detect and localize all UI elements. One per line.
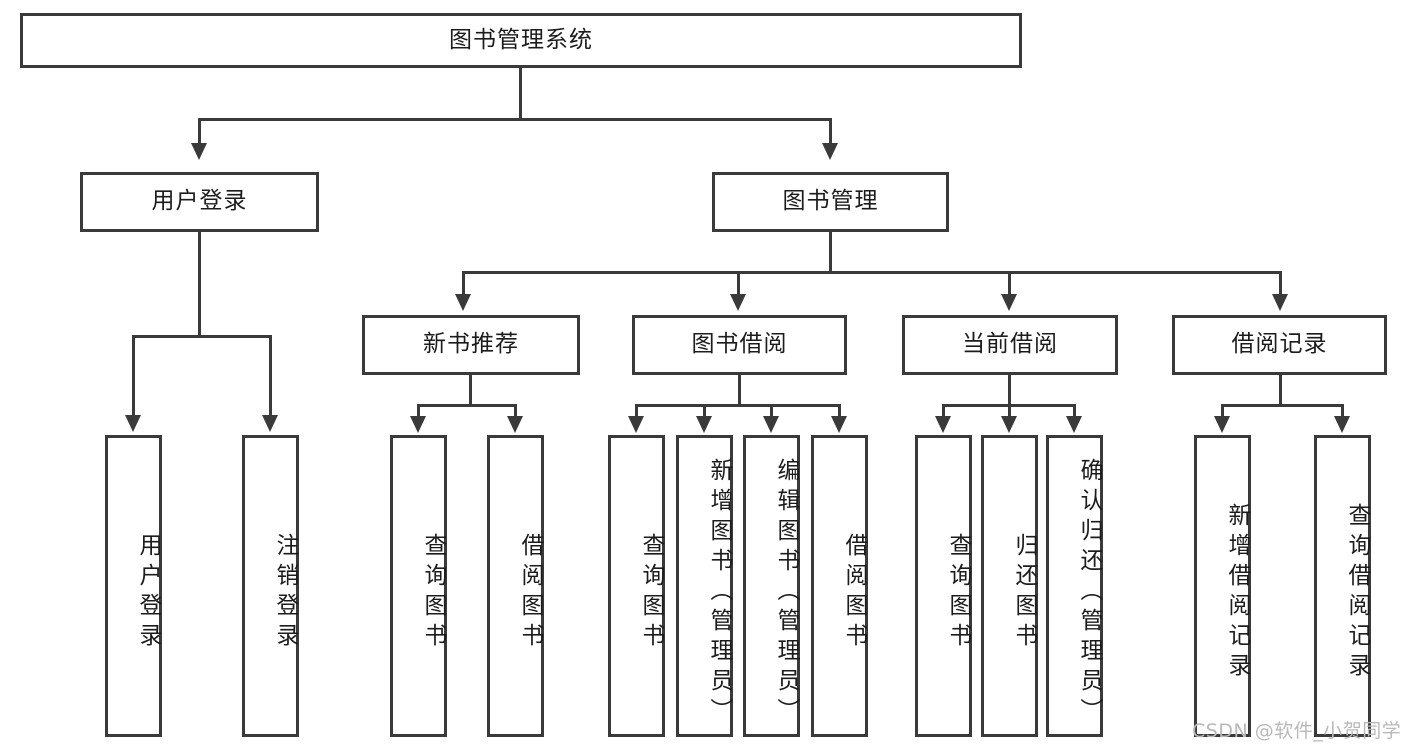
node-label: 查询借阅记录 bbox=[1344, 503, 1370, 683]
node-label: 新书推荐 bbox=[423, 331, 519, 358]
leaf-current-borrow-query[interactable]: 查询图书 bbox=[915, 435, 972, 737]
node-label: 用户登录 bbox=[135, 533, 161, 653]
connector-root-to-user-login bbox=[198, 118, 201, 145]
leaf-new-book-query[interactable]: 查询图书 bbox=[390, 435, 447, 737]
connector-book-borrow-bus bbox=[635, 404, 840, 407]
connector-bb-to-leaf-0 bbox=[635, 404, 638, 418]
node-label: 图书借阅 bbox=[691, 331, 788, 358]
connector-bm-to-current-borrow bbox=[1008, 271, 1011, 296]
arrow-bb-to-leaf-1 bbox=[696, 416, 712, 433]
node-label: 图书管理 bbox=[782, 188, 879, 215]
connector-user-login-bus bbox=[132, 335, 272, 338]
connector-new-book-to-leaf-0 bbox=[417, 404, 420, 418]
node-label: 新增图书（管理员） bbox=[706, 458, 732, 728]
connector-root-to-book-management bbox=[829, 118, 832, 145]
arrow-new-book-to-leaf-1 bbox=[507, 416, 523, 433]
node-label: 查询图书 bbox=[638, 533, 664, 653]
connector-bb-to-leaf-3 bbox=[838, 404, 841, 418]
node-borrow-record[interactable]: 借阅记录 bbox=[1172, 315, 1387, 375]
node-label: 归还图书 bbox=[1011, 533, 1037, 653]
node-label: 借阅记录 bbox=[1231, 331, 1328, 358]
arrow-cb-to-leaf-2 bbox=[1066, 416, 1082, 433]
node-user-login[interactable]: 用户登录 bbox=[80, 172, 319, 232]
connector-new-book-to-leaf-1 bbox=[514, 404, 517, 418]
leaf-borrow-record-add[interactable]: 新增借阅记录 bbox=[1194, 435, 1251, 737]
arrow-cb-to-leaf-0 bbox=[935, 416, 951, 433]
arrow-br-to-leaf-0 bbox=[1214, 416, 1230, 433]
leaf-book-borrow-edit-admin[interactable]: 编辑图书（管理员） bbox=[743, 435, 800, 737]
node-label: 查询图书 bbox=[945, 533, 971, 653]
arrow-user-login-to-leaf-1 bbox=[262, 415, 278, 432]
watermark-text: CSDN @软件_小贺同学 bbox=[1192, 720, 1402, 742]
arrow-cb-to-leaf-1 bbox=[1001, 416, 1017, 433]
connector-book-management-bus bbox=[462, 271, 1282, 274]
connector-bm-to-borrow-record bbox=[1279, 271, 1282, 296]
leaf-current-borrow-return[interactable]: 归还图书 bbox=[981, 435, 1038, 737]
arrow-bb-to-leaf-0 bbox=[628, 416, 644, 433]
arrow-root-to-book-management bbox=[822, 143, 838, 160]
node-label: 图书管理系统 bbox=[449, 26, 593, 53]
connector-bb-to-leaf-2 bbox=[770, 404, 773, 418]
node-label: 编辑图书（管理员） bbox=[773, 458, 799, 728]
node-label: 新增借阅记录 bbox=[1224, 503, 1250, 683]
leaf-book-borrow-query[interactable]: 查询图书 bbox=[608, 435, 665, 737]
arrow-bm-to-current-borrow bbox=[1001, 294, 1017, 311]
node-label: 当前借阅 bbox=[962, 331, 1058, 358]
connector-cb-to-leaf-1 bbox=[1008, 404, 1011, 418]
connector-new-book-bus bbox=[417, 404, 517, 407]
connector-borrow-record-bus bbox=[1221, 404, 1343, 407]
arrow-bm-to-book-borrow bbox=[730, 294, 746, 311]
connector-bb-to-leaf-1 bbox=[703, 404, 706, 418]
connector-root-stem bbox=[519, 68, 522, 118]
connector-borrow-record-stem bbox=[1279, 375, 1282, 406]
connector-user-login-stem bbox=[198, 232, 201, 336]
connector-user-login-to-leaf-1 bbox=[269, 335, 272, 417]
arrow-bm-to-borrow-record bbox=[1272, 294, 1288, 311]
arrow-new-book-to-leaf-0 bbox=[410, 416, 426, 433]
leaf-book-borrow-add-admin[interactable]: 新增图书（管理员） bbox=[676, 435, 733, 737]
leaf-user-login-login[interactable]: 用户登录 bbox=[105, 435, 162, 737]
arrow-br-to-leaf-1 bbox=[1334, 416, 1350, 433]
connector-user-login-to-leaf-0 bbox=[132, 335, 135, 417]
node-label: 注销登录 bbox=[272, 533, 298, 653]
leaf-user-login-logout[interactable]: 注销登录 bbox=[242, 435, 299, 737]
connector-br-to-leaf-0 bbox=[1221, 404, 1224, 418]
node-book-management[interactable]: 图书管理 bbox=[712, 172, 949, 232]
connector-br-to-leaf-1 bbox=[1341, 404, 1344, 418]
connector-bm-to-book-borrow bbox=[737, 271, 740, 296]
connector-cb-to-leaf-2 bbox=[1073, 404, 1076, 418]
connector-cb-to-leaf-0 bbox=[942, 404, 945, 418]
connector-new-book-stem bbox=[469, 375, 472, 406]
leaf-new-book-borrow[interactable]: 借阅图书 bbox=[487, 435, 544, 737]
leaf-book-borrow-borrow[interactable]: 借阅图书 bbox=[811, 435, 868, 737]
arrow-bm-to-new-book bbox=[455, 294, 471, 311]
connector-root-bus bbox=[198, 118, 832, 121]
arrow-bb-to-leaf-3 bbox=[831, 416, 847, 433]
node-new-book-recommend[interactable]: 新书推荐 bbox=[362, 315, 580, 375]
node-root-book-management-system[interactable]: 图书管理系统 bbox=[20, 13, 1022, 68]
connector-book-borrow-stem bbox=[738, 375, 741, 406]
arrow-bb-to-leaf-2 bbox=[763, 416, 779, 433]
connector-book-management-stem bbox=[829, 232, 832, 273]
arrow-root-to-user-login bbox=[191, 143, 207, 160]
connector-current-borrow-stem bbox=[1008, 375, 1011, 406]
leaf-borrow-record-query[interactable]: 查询借阅记录 bbox=[1314, 435, 1371, 737]
node-label: 借阅图书 bbox=[841, 533, 867, 653]
node-current-borrow[interactable]: 当前借阅 bbox=[902, 315, 1118, 375]
node-book-borrow[interactable]: 图书借阅 bbox=[632, 315, 847, 375]
node-label: 查询图书 bbox=[420, 533, 446, 653]
connector-bm-to-new-book bbox=[462, 271, 465, 296]
arrow-user-login-to-leaf-0 bbox=[125, 415, 141, 432]
node-label: 用户登录 bbox=[151, 188, 248, 215]
node-label: 借阅图书 bbox=[517, 533, 543, 653]
node-label: 确认归还（管理员） bbox=[1076, 458, 1102, 728]
leaf-current-borrow-confirm-admin[interactable]: 确认归还（管理员） bbox=[1046, 435, 1103, 737]
